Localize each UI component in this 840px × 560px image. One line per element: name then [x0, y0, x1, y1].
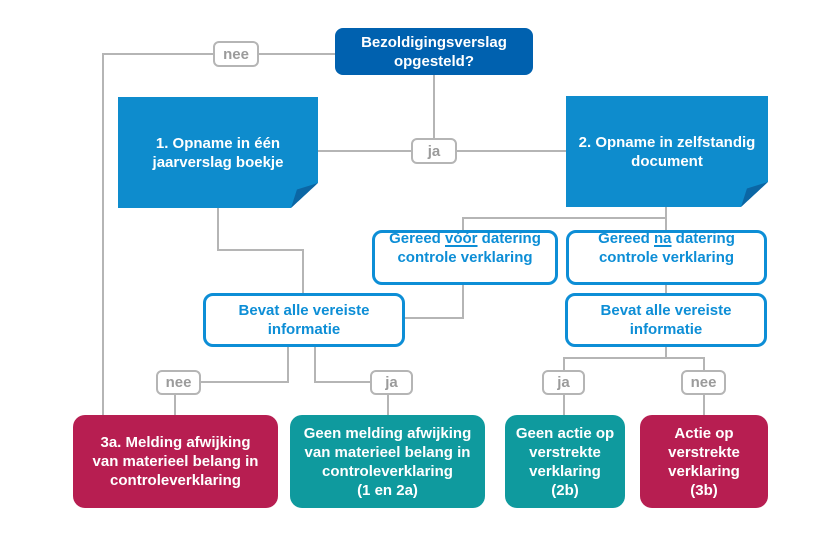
node-outcome-2b-label: Geen actie op verstrekte verklaring (2b): [515, 424, 615, 499]
connector-option1-down: [217, 208, 219, 251]
edge-label-ja-left: ja: [370, 370, 413, 395]
node-ready-before: Gereed vóór datering controle verklaring: [372, 230, 558, 285]
ready-after-pre: Gereed: [598, 230, 654, 247]
node-option1-label: 1. Opname in één jaarverslag boekje: [152, 134, 284, 171]
connector-ja-mid-left: [318, 150, 412, 152]
connector-ja-left-down: [387, 395, 389, 415]
node-option1: 1. Opname in één jaarverslag boekje: [118, 97, 318, 208]
node-option2-label: 2. Opname in zelfstandig document: [578, 133, 756, 170]
connector-nee-top-v: [102, 53, 104, 415]
ready-before-line2: controle verklaring: [397, 249, 533, 266]
node-outcome-2b: Geen actie op verstrekte verklaring (2b): [505, 415, 625, 508]
node-ready-after: Gereed na datering controle verklaring: [566, 230, 767, 285]
connector-ja-mid-right: [457, 150, 566, 152]
edge-label-ja-right: ja: [542, 370, 585, 395]
connector-contains-left-nee-h: [201, 381, 288, 383]
node-ready-after-label: Gereed na datering controle verklaring: [598, 229, 735, 286]
connector-contains-right-down: [665, 347, 667, 359]
edge-label-nee-right: nee: [681, 370, 726, 395]
node-contains-right-label: Bevat alle vereiste informatie: [600, 302, 732, 338]
node-start-label: Bezoldigingsverslag opgesteld?: [361, 33, 507, 70]
connector-nee-right-down: [703, 395, 705, 415]
node-outcome-1-2a-label: Geen melding afwijking van materieel bel…: [303, 424, 472, 499]
ready-after-underlined: na: [654, 230, 672, 247]
connector-split-to-ja-right: [563, 357, 565, 371]
connector-before-down: [462, 285, 464, 319]
ready-after-line2: controle verklaring: [598, 249, 735, 266]
edge-label-ja-mid: ja: [411, 138, 457, 164]
connector-contains-left-ja-h: [314, 381, 371, 383]
connector-option1-elbow-v: [302, 249, 304, 293]
connector-start-down: [433, 75, 435, 141]
connector-option2-split-h: [462, 217, 666, 219]
edge-label-nee-left: nee: [156, 370, 201, 395]
ready-before-underlined: vóór: [445, 230, 478, 247]
node-option2: 2. Opname in zelfstandig document: [566, 96, 768, 207]
node-start: Bezoldigingsverslag opgesteld?: [335, 28, 533, 75]
ready-before-pre: Gereed: [389, 230, 445, 247]
connector-nee-left-down: [174, 395, 176, 415]
node-contains-right: Bevat alle vereiste informatie: [565, 293, 767, 347]
connector-contains-right-split-h: [563, 357, 704, 359]
node-outcome-3b: Actie op verstrekte verklaring (3b): [640, 415, 768, 508]
connector-before-to-contains-left: [405, 317, 463, 319]
ready-after-post: datering: [671, 230, 735, 247]
connector-contains-left-ja-v: [314, 347, 316, 383]
edge-label-nee-top: nee: [213, 41, 259, 67]
connector-option1-elbow-h: [217, 249, 304, 251]
connector-after-down: [665, 285, 667, 293]
node-contains-left: Bevat alle vereiste informatie: [203, 293, 405, 347]
connector-ja-right-down: [563, 395, 565, 415]
node-contains-left-label: Bevat alle vereiste informatie: [238, 302, 370, 338]
node-outcome-1-2a: Geen melding afwijking van materieel bel…: [290, 415, 485, 508]
node-outcome-3a: 3a. Melding afwijking van materieel bela…: [73, 415, 278, 508]
connector-contains-left-nee-v: [287, 347, 289, 383]
node-outcome-3a-label: 3a. Melding afwijking van materieel bela…: [92, 434, 259, 489]
node-ready-before-label: Gereed vóór datering controle verklaring: [389, 229, 541, 286]
ready-before-post: datering: [477, 230, 541, 247]
connector-split-to-before: [462, 217, 464, 230]
connector-split-to-nee-right: [703, 357, 705, 371]
node-outcome-3b-label: Actie op verstrekte verklaring (3b): [668, 424, 740, 499]
connector-option2-down: [665, 207, 667, 230]
